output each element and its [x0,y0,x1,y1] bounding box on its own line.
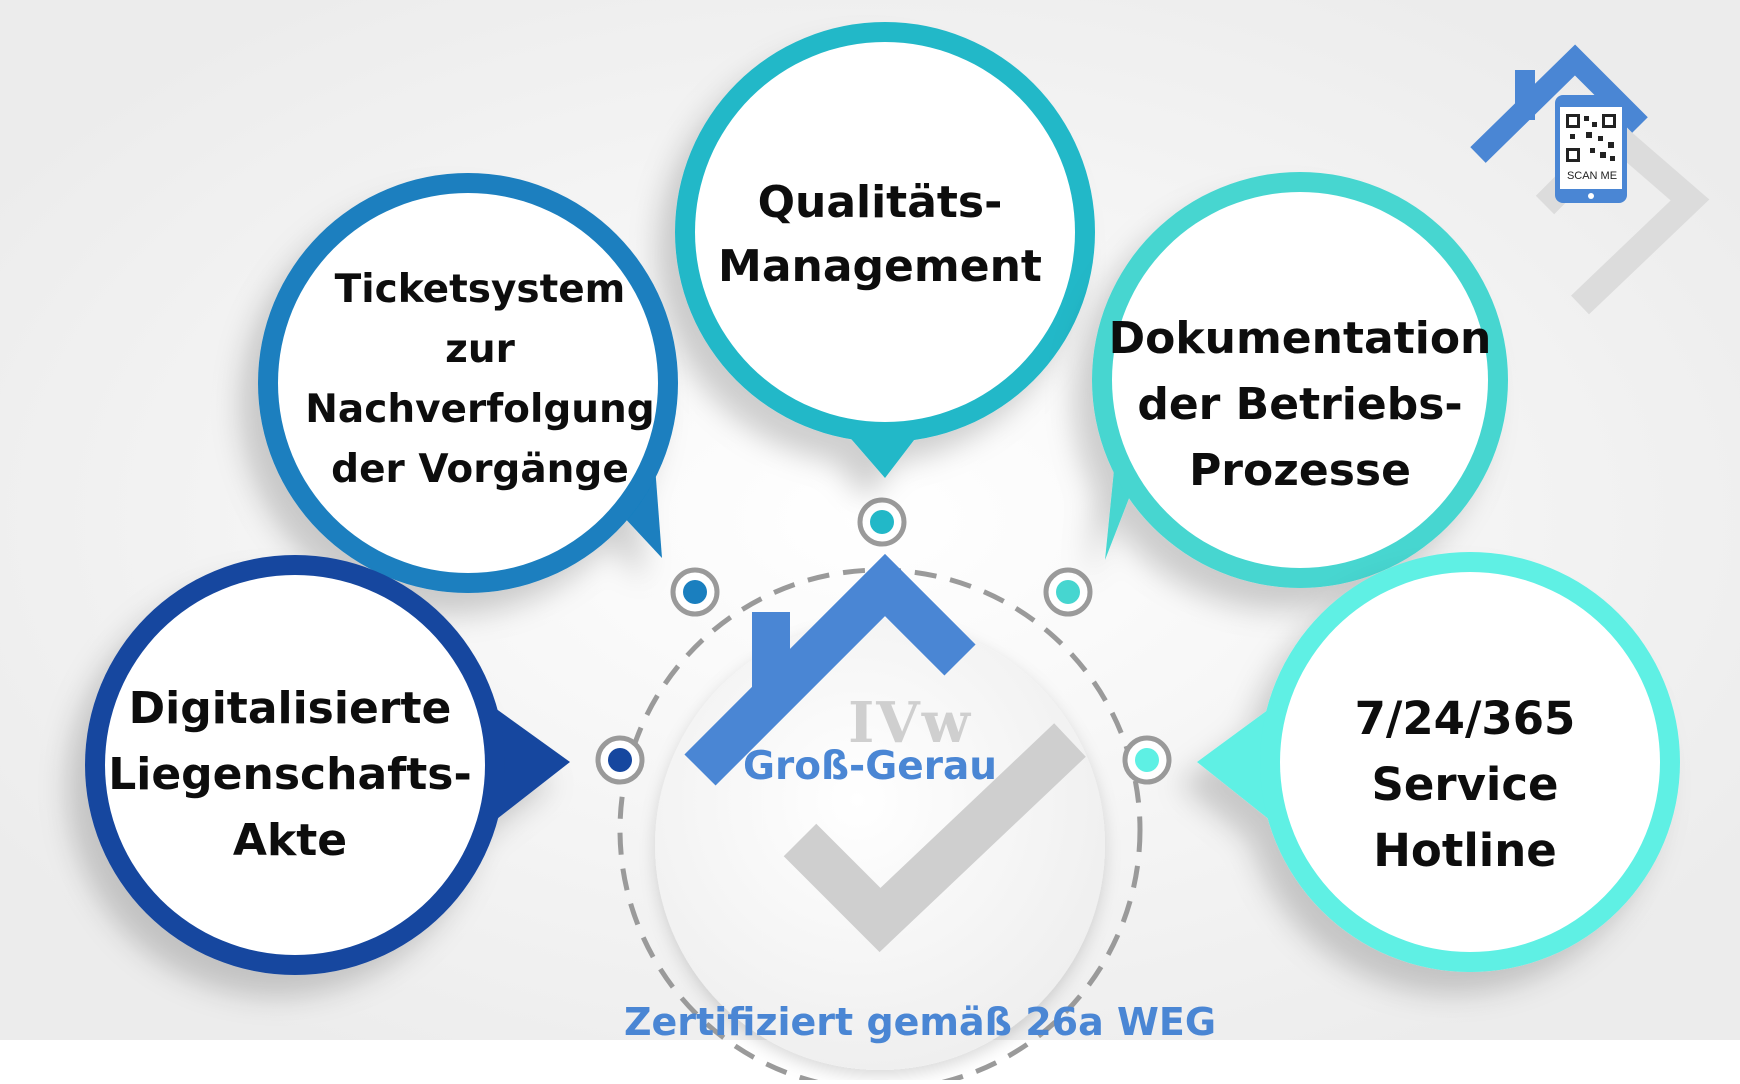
bubble-digital-label: Digitalisierte Liegenschafts- Akte [108,683,472,866]
bubble-quality-label: Qualitäts- Management [718,177,1042,292]
bubble-documentation-label: Dokumentation der Betriebs- Prozesse [1108,313,1492,496]
house-roof-icon [684,553,976,786]
bubble-ticket [258,173,678,593]
logo-location: Groß-Gerau [742,744,998,789]
ring-node-digital [595,735,645,785]
logo-name: IVw [848,690,972,756]
qr-scan-label: SCAN ME [1566,170,1618,182]
qr-badge [1470,44,1710,315]
qr-code-icon [1566,114,1616,162]
bubble-service [1197,552,1680,972]
checkmark-icon [783,723,1086,953]
bubble-service-label: 7/24/365 Service Hotline [1354,692,1576,877]
ring-node-documentation [1043,567,1093,617]
ring-node-service [1122,735,1172,785]
bubble-ticket-label: Ticketsystem zur Nachverfolgung der Vorg… [305,267,655,492]
ring-node-quality [857,497,907,547]
bubble-digital [85,555,570,975]
bubble-documentation [1092,172,1508,588]
ring-node-ticket [670,567,720,617]
bubble-quality [675,22,1095,478]
certification-footer: Zertifiziert gemäß 26a WEG [623,1000,1217,1044]
